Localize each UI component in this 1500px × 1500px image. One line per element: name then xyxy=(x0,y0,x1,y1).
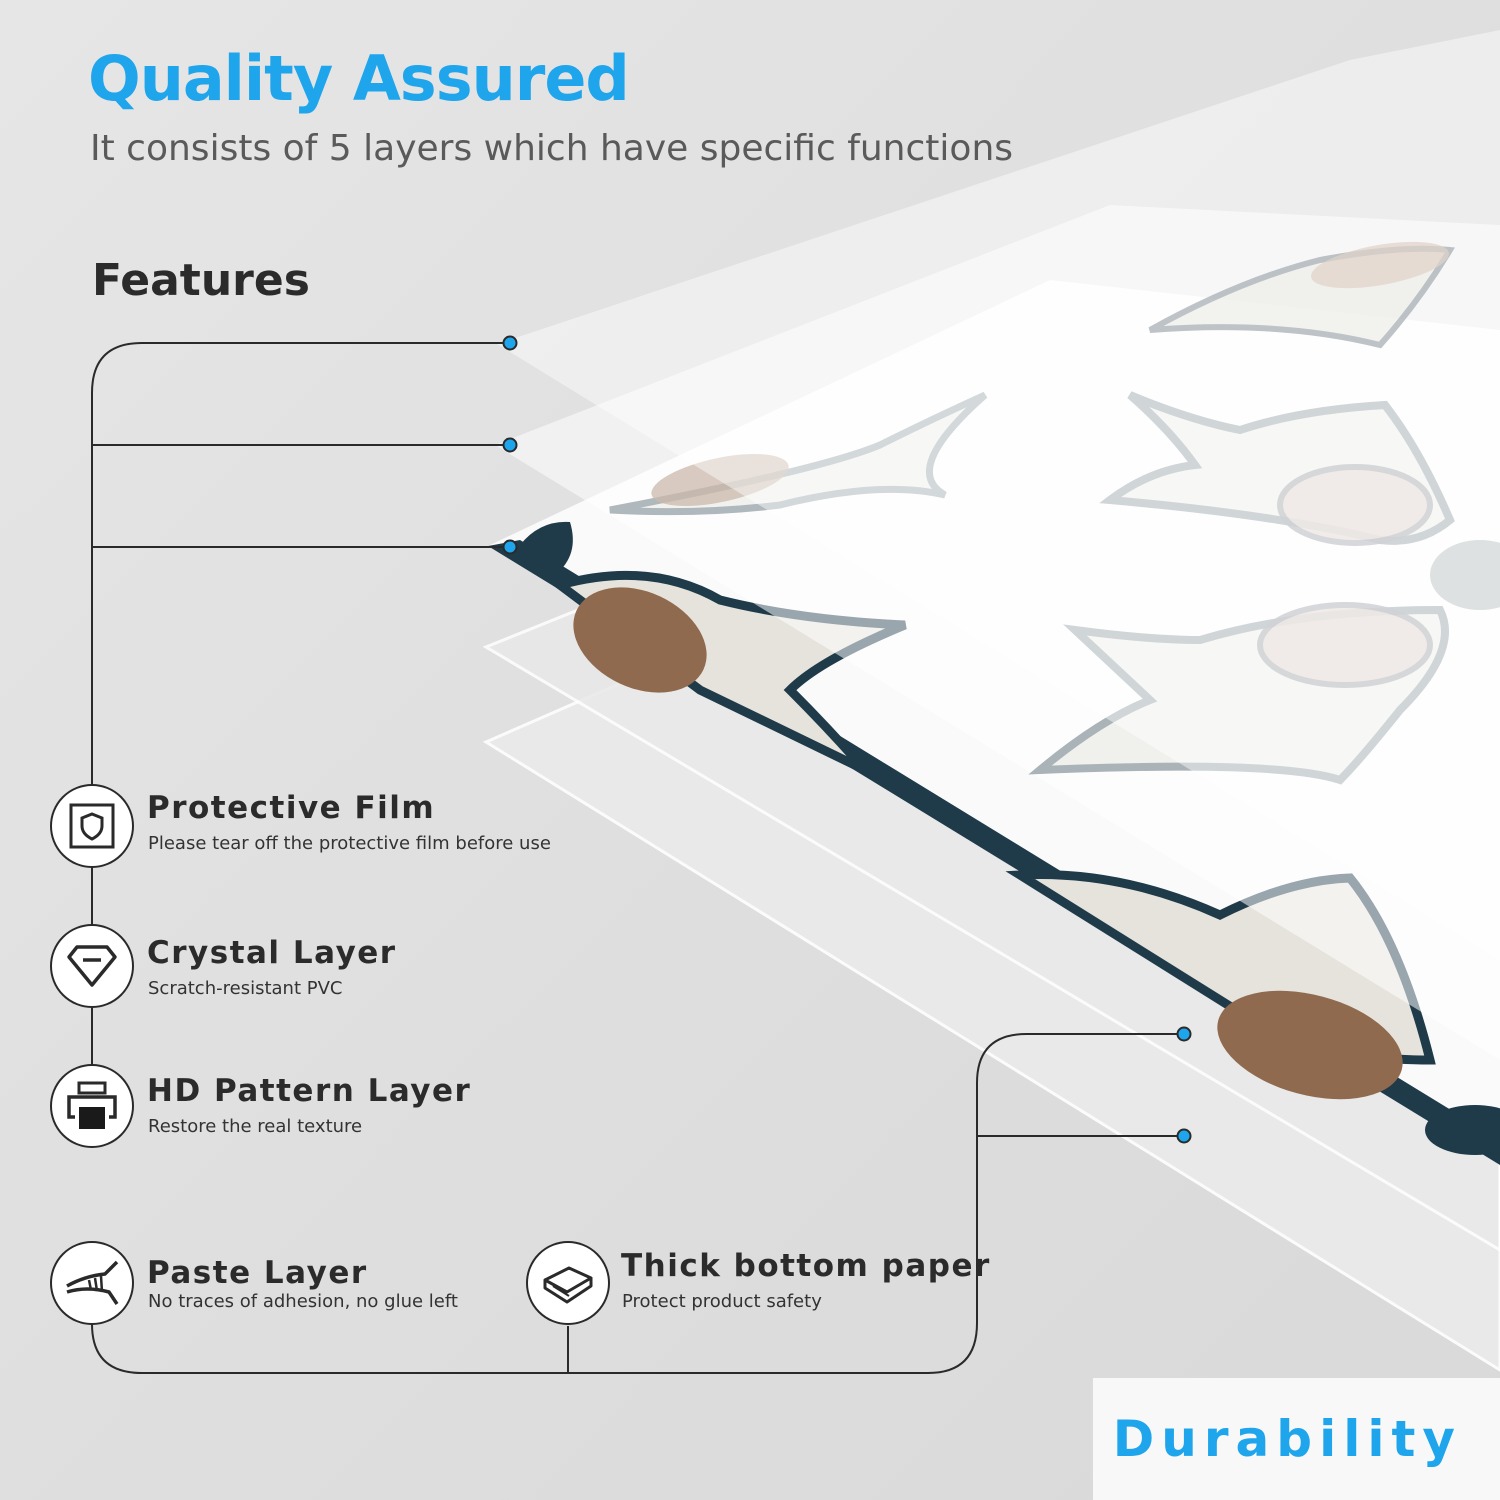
pattern-brown-oval xyxy=(573,587,707,693)
dot-hd-pattern xyxy=(502,539,518,555)
feature-desc-crystal-layer: Scratch-resistant PVC xyxy=(148,978,343,999)
pattern-dark-blob xyxy=(520,521,573,575)
feature-desc-thick-bottom-paper: Protect product safety xyxy=(622,1291,822,1312)
dot-paste-layer xyxy=(1176,1026,1192,1042)
feature-desc-protective-film: Please tear off the protective film befo… xyxy=(148,833,551,854)
features-heading: Features xyxy=(92,255,310,306)
crystal-layer xyxy=(495,205,1500,1060)
pattern-dark-oval xyxy=(1425,1105,1500,1155)
protective-film xyxy=(497,30,1500,960)
page-subtitle: It consists of 5 layers which have speci… xyxy=(90,128,1014,169)
crystal-pattern-oval xyxy=(1277,464,1433,546)
feature-desc-paste-layer: No traces of adhesion, no glue left xyxy=(148,1291,458,1312)
durability-badge: Durability xyxy=(1093,1378,1500,1500)
feature-title-protective-film: Protective Film xyxy=(147,790,436,826)
durability-label: Durability xyxy=(1112,1410,1462,1468)
crystal-icon xyxy=(50,924,134,1008)
connector-protective-film xyxy=(91,342,510,786)
shield-icon xyxy=(50,784,134,868)
feature-title-paste-layer: Paste Layer xyxy=(147,1255,368,1291)
connector-bottom-loop xyxy=(91,1033,1184,1374)
printer-icon xyxy=(50,1064,134,1148)
crystal-pattern-oval-4 xyxy=(651,454,789,506)
crystal-pattern-oval-3 xyxy=(1430,540,1500,610)
dot-protective-film xyxy=(502,335,518,351)
feature-desc-hd-pattern-layer: Restore the real texture xyxy=(148,1116,363,1137)
connector-dots xyxy=(502,335,1192,1144)
adhesive-icon xyxy=(50,1241,134,1325)
feature-title-thick-bottom-paper: Thick bottom paper xyxy=(621,1248,991,1284)
pattern-brown-oval-2 xyxy=(1217,990,1403,1100)
dot-crystal-layer xyxy=(502,437,518,453)
page-title: Quality Assured xyxy=(88,42,630,115)
feature-title-crystal-layer: Crystal Layer xyxy=(147,935,397,971)
paper-icon xyxy=(526,1241,610,1325)
film-pattern-oval xyxy=(1310,241,1450,289)
connector-lines xyxy=(91,342,1184,1374)
crystal-pattern-oval-2 xyxy=(1257,602,1433,688)
dot-bottom-paper xyxy=(1176,1128,1192,1144)
crystal-pattern-shape-3 xyxy=(609,391,988,516)
feature-title-hd-pattern-layer: HD Pattern Layer xyxy=(147,1073,472,1109)
